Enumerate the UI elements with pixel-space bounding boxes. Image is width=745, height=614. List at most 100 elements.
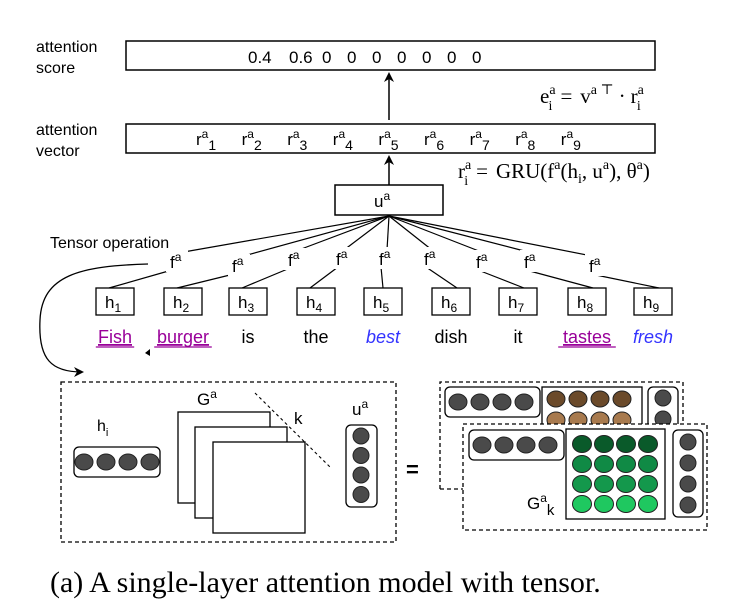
attention-vector-item: ra4: [333, 127, 353, 153]
f-label-backing: [472, 250, 494, 272]
vector-node-dot: [546, 390, 566, 408]
f-operation-label: fa: [476, 250, 488, 272]
fan-line-lower: [309, 266, 339, 289]
fan-line-lower: [380, 266, 384, 289]
vector-node-dot: [514, 393, 534, 411]
f-label-backing: [166, 250, 188, 272]
vector-node-dot: [74, 453, 94, 471]
vector-node-dot: [616, 455, 636, 473]
hidden-state-label: h4: [306, 293, 322, 315]
figure-caption: (a) A single-layer attention model with …: [50, 566, 601, 599]
attention-score-value: 0.4: [248, 48, 272, 67]
attention-vector-item: ra3: [287, 127, 307, 153]
fan-line-upper: [239, 215, 390, 258]
attention-score-value: 0: [322, 48, 331, 67]
fan-line-upper: [388, 215, 598, 258]
vector-node-dot: [616, 475, 636, 493]
hidden-state-label: h5: [373, 293, 389, 315]
vector-node-dot: [679, 454, 697, 472]
vector-node-dot: [352, 447, 370, 464]
attention-score-label-line2: score: [36, 60, 75, 77]
f-label-backing: [332, 247, 354, 269]
f-label-backing: [228, 254, 250, 276]
vector-node-dot: [572, 455, 592, 473]
vector-node-dot: [96, 453, 116, 471]
k-label: k: [294, 409, 303, 428]
tensor-slice-3: [212, 441, 306, 534]
front-Gk-nodes: [572, 435, 658, 513]
attention-score-value: 0.6: [289, 48, 313, 67]
word-is: is: [242, 327, 255, 347]
attention-score-value: 0: [422, 48, 431, 67]
attention-score-value: 0: [372, 48, 381, 67]
vector-node-dot: [590, 390, 610, 408]
vector-node-dot: [516, 436, 536, 454]
fan-line-upper: [388, 215, 533, 254]
hidden-state-label: h6: [441, 293, 457, 315]
f-label-backing: [284, 248, 306, 270]
vector-node-dot: [594, 475, 614, 493]
f-operation-label: fa: [336, 247, 348, 269]
attention-vector-item: ra7: [470, 127, 490, 153]
f-operation-label: fa: [524, 250, 536, 272]
f-operation-label: fa: [589, 254, 601, 276]
Ga-label: Ga: [197, 387, 217, 409]
Gak-label: Gak: [527, 491, 555, 519]
hidden-state-box: [567, 287, 607, 316]
vector-node-dot: [140, 453, 160, 471]
fan-line-upper: [177, 215, 390, 254]
f-label-backing: [375, 247, 397, 269]
attention-score-value: 0: [397, 48, 406, 67]
fan-line-lower: [525, 269, 594, 289]
fan-line-upper: [386, 215, 390, 251]
attention-score-value: 0: [447, 48, 456, 67]
attention-vector-box: [125, 123, 656, 154]
vector-node-dot: [638, 435, 658, 453]
hidden-state-label: h7: [508, 293, 524, 315]
hidden-state-box: [296, 287, 336, 316]
back-layer-dashed-box: [439, 381, 684, 489]
tensor-detail-right: Gak: [439, 381, 708, 531]
word-tastes: tastes: [563, 327, 611, 347]
vector-node-dot: [654, 389, 672, 407]
vector-node-dot: [679, 475, 697, 493]
attention-vector-label-line1: attention: [36, 122, 97, 139]
hidden-state-box: [498, 287, 538, 316]
word-it: it: [514, 327, 523, 347]
attention-vector-item: ra2: [242, 127, 262, 153]
attention-vector-item: ra1: [196, 127, 216, 153]
fan-line-lower: [176, 273, 235, 289]
word-dish: dish: [434, 327, 467, 347]
vector-node-dot: [472, 436, 492, 454]
word-best: best: [366, 327, 401, 347]
hi-vector-nodes: [74, 453, 160, 471]
vector-node-dot: [638, 455, 658, 473]
back-hi-nodes: [448, 393, 534, 411]
hidden-state-label: h2: [173, 293, 189, 315]
fan-line-lower: [590, 273, 660, 289]
vector-node-dot: [594, 455, 614, 473]
vector-node-dot: [352, 466, 370, 484]
word-fresh: fresh: [633, 327, 673, 347]
attention-vector-item: ra6: [424, 127, 444, 153]
vector-node-dot: [612, 390, 632, 408]
vector-node-dot: [572, 435, 592, 453]
fan-line-upper: [388, 215, 433, 251]
vector-node-dot: [638, 495, 658, 513]
fan-line-lower: [108, 269, 173, 289]
attention-vector-item: ra5: [378, 127, 398, 153]
hidden-state-label: h8: [577, 293, 593, 315]
vector-node-dot: [638, 475, 658, 493]
f-operation-label: fa: [424, 247, 436, 269]
vector-node-dot: [352, 486, 370, 503]
front-ua-nodes: [679, 433, 697, 514]
attention-score-box: [125, 40, 656, 71]
vector-node-dot: [616, 495, 636, 513]
attention-vector-item: ra8: [515, 127, 535, 153]
